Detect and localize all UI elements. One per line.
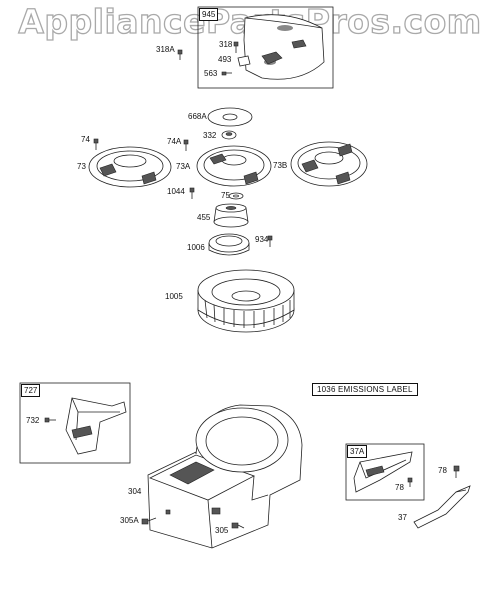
part-75-washer[interactable] — [228, 192, 244, 200]
part-332-nut[interactable] — [221, 130, 237, 140]
part-945-screen[interactable] — [243, 14, 325, 80]
part-318A-screw[interactable] — [177, 49, 183, 60]
part-934-screw[interactable] — [267, 235, 273, 247]
part-455-cup[interactable] — [213, 203, 249, 228]
box-727-frame — [19, 382, 131, 464]
label-318A: 318A — [156, 45, 175, 54]
label-318: 318 — [219, 40, 233, 49]
part-78-screw-outer[interactable] — [453, 465, 460, 478]
label-1036-emissions: 1036 EMISSIONS LABEL — [312, 383, 418, 396]
label-1006: 1006 — [187, 243, 205, 252]
label-732: 732 — [26, 416, 40, 425]
label-78-outer: 78 — [438, 466, 447, 475]
label-75: 75 — [221, 191, 230, 200]
label-37A: 37A — [347, 445, 368, 458]
part-74-screw[interactable] — [93, 138, 99, 150]
label-73: 73 — [77, 162, 86, 171]
part-78-screw-inner[interactable] — [407, 477, 413, 487]
part-318-screw[interactable] — [233, 41, 239, 53]
label-305A: 305A — [120, 516, 139, 525]
part-73B-screen[interactable] — [290, 141, 368, 187]
part-304-blower-housing[interactable] — [147, 404, 303, 549]
part-37-strap[interactable] — [413, 485, 471, 529]
part-1044-screw[interactable] — [189, 187, 195, 199]
label-305: 305 — [215, 526, 229, 535]
label-74: 74 — [81, 135, 90, 144]
label-74A: 74A — [167, 137, 182, 146]
part-563-screw[interactable] — [221, 71, 232, 76]
label-1005: 1005 — [165, 292, 183, 301]
label-73B: 73B — [273, 161, 288, 170]
label-78-inner: 78 — [395, 483, 404, 492]
part-73A-screen[interactable] — [196, 145, 272, 187]
part-727-deflector[interactable] — [65, 397, 127, 455]
label-934: 934 — [255, 235, 269, 244]
label-73A: 73A — [176, 162, 191, 171]
part-732-screw[interactable] — [44, 417, 56, 423]
label-455: 455 — [197, 213, 211, 222]
label-945: 945 — [199, 8, 219, 21]
label-37: 37 — [398, 513, 407, 522]
part-305-screw[interactable] — [231, 522, 245, 529]
part-305A-screw[interactable] — [141, 517, 157, 525]
label-332: 332 — [203, 131, 217, 140]
part-493-bracket[interactable] — [237, 55, 251, 67]
part-37A-deflector[interactable] — [353, 451, 413, 493]
box-945-frame — [197, 6, 334, 89]
label-727: 727 — [21, 384, 41, 397]
part-74A-screw[interactable] — [183, 139, 189, 151]
box-37A-frame — [345, 443, 425, 501]
label-1044: 1044 — [167, 187, 185, 196]
part-1005-flywheel[interactable] — [197, 269, 295, 333]
label-563: 563 — [204, 69, 218, 78]
label-493: 493 — [218, 55, 232, 64]
label-304: 304 — [128, 487, 142, 496]
part-73-screen[interactable] — [88, 146, 172, 188]
part-668A-disc[interactable] — [207, 107, 253, 127]
part-1006-ring[interactable] — [208, 233, 250, 256]
label-668A: 668A — [188, 112, 207, 121]
